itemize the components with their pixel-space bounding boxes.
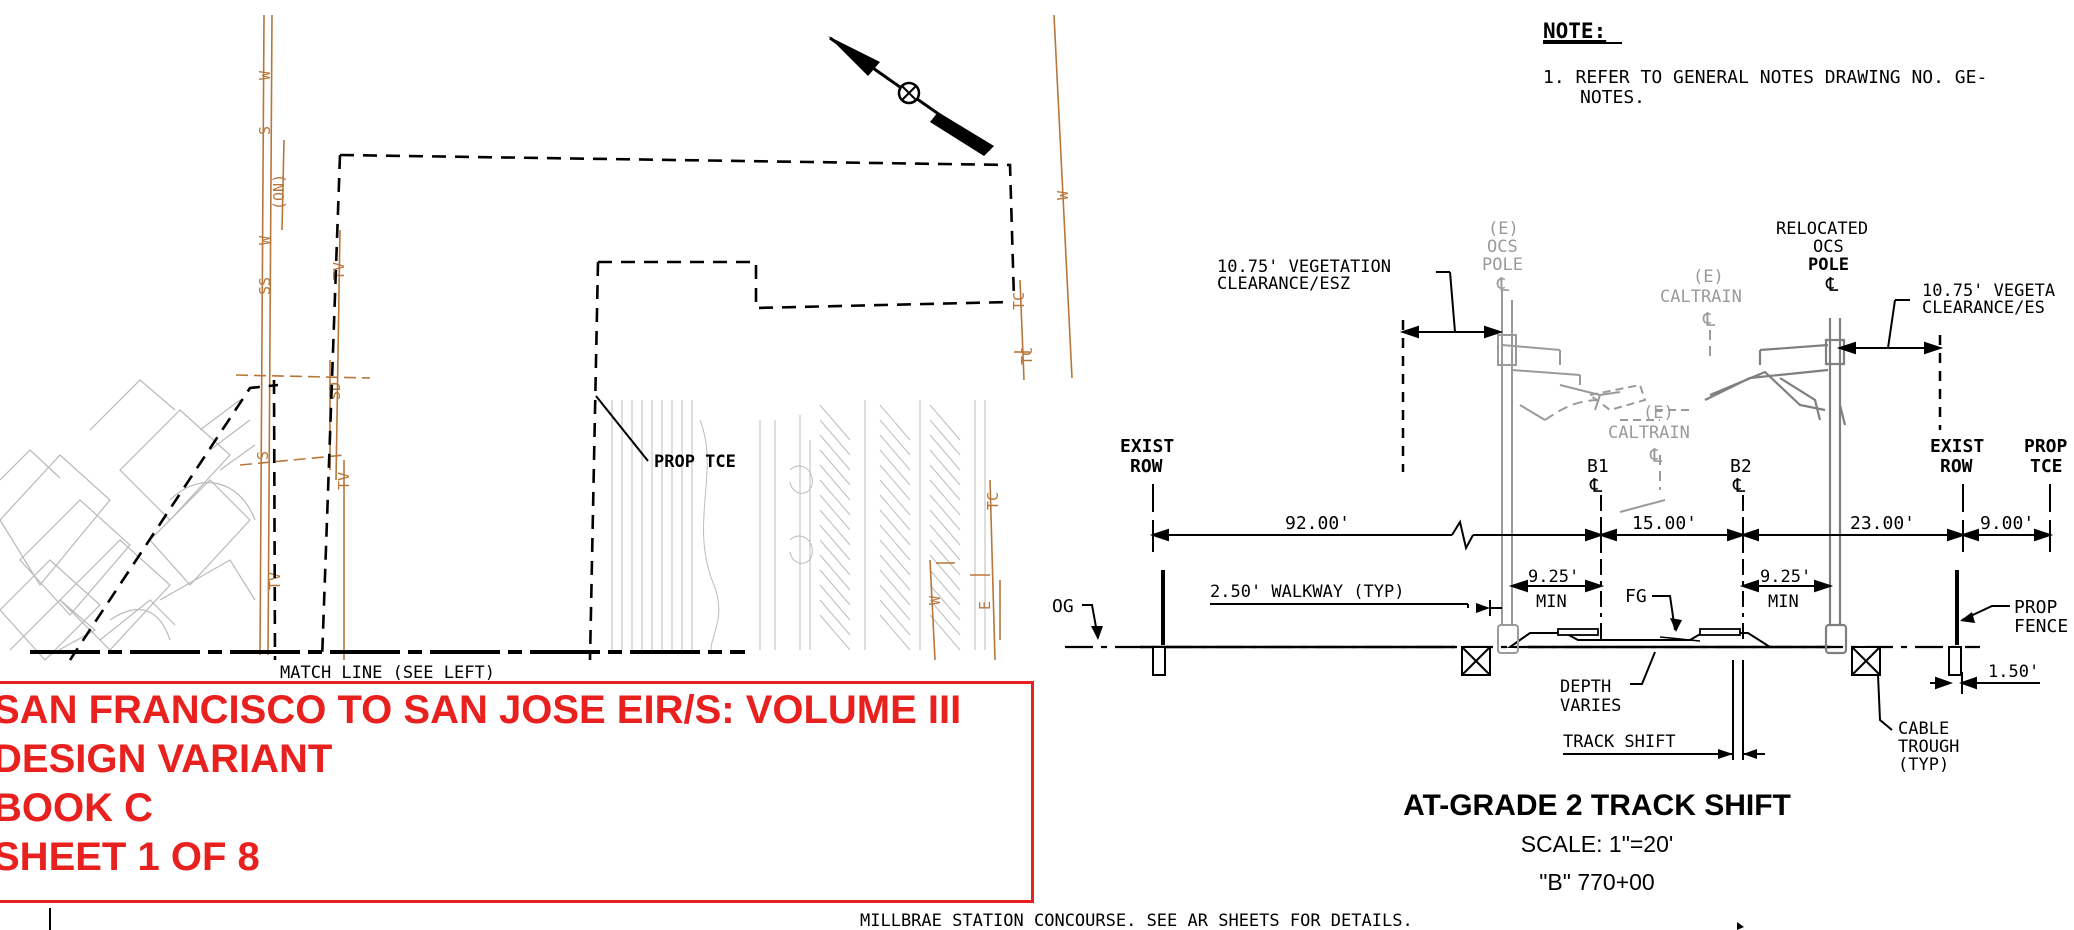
- svg-text:TV: TV: [335, 472, 353, 490]
- prop-fence-label-2: FENCE: [2014, 616, 2068, 637]
- min-left-label: MIN: [1536, 592, 1567, 612]
- title-line-3: BOOK C: [0, 786, 153, 830]
- cable-trough-label-2: TROUGH: [1898, 737, 1959, 757]
- dim-150-label: 1.50': [1988, 662, 2039, 682]
- svg-text:SS: SS: [256, 277, 274, 295]
- b2-centerline-icon: ℄: [1732, 475, 1746, 497]
- note-1-line-1: 1. REFER TO GENERAL NOTES DRAWING NO. GE…: [1543, 67, 1987, 88]
- relocated-ocs-pole: [1704, 318, 1848, 655]
- cursor-arrow-icon: [1737, 922, 1744, 930]
- title-line-4: SHEET 1 OF 8: [0, 835, 260, 879]
- relocated-centerline-icon: ℄: [1825, 274, 1839, 296]
- dim-23-label: 23.00': [1850, 513, 1915, 534]
- svg-text:S: S: [254, 451, 272, 460]
- min-clearance-dims: [1508, 579, 1834, 593]
- veg-right-label-2: CLEARANCE/ES: [1922, 298, 2045, 318]
- prop-tce-right-label-2: TCE: [2030, 456, 2063, 477]
- svg-text:W: W: [926, 595, 944, 605]
- section-scale: SCALE: 1"=20': [1521, 831, 1674, 857]
- plan-view: W S (ON) W SS TV SD TV S TV TC TC W TC W…: [0, 14, 1073, 683]
- relocated-label-3: POLE: [1808, 255, 1849, 275]
- cable-trough-icon: [1461, 646, 1881, 676]
- svg-text:S: S: [256, 126, 274, 135]
- dim-15-label: 15.00': [1632, 513, 1697, 534]
- utility-tags: W S (ON) W SS TV SD TV S TV TC TC W TC W…: [254, 70, 1072, 610]
- svg-text:TC: TC: [984, 492, 1002, 510]
- svg-text:W: W: [1054, 190, 1072, 200]
- main-dimension-string: [1149, 519, 2054, 552]
- exist-row-left-label-2: ROW: [1130, 456, 1163, 477]
- title-line-2: DESIGN VARIANT: [0, 737, 333, 781]
- b1-label: B1: [1587, 456, 1609, 477]
- existing-ocs-pole: [1497, 290, 1690, 654]
- prop-fence-label-1: PROP: [2014, 597, 2058, 618]
- dim-925-right-label: 9.25': [1760, 567, 1811, 587]
- section-station: "B" 770+00: [1539, 869, 1654, 895]
- notes-heading: NOTE:: [1543, 19, 1606, 43]
- veg-right-label-1: 10.75' VEGETA: [1922, 281, 2055, 301]
- depth-varies-label-1: DEPTH: [1560, 677, 1611, 697]
- walkway-label: 2.50' WALKWAY (TYP): [1210, 582, 1404, 602]
- e-ocs-label-2: OCS: [1487, 237, 1518, 257]
- dim-9-label: 9.00': [1980, 513, 2034, 534]
- e-caltrain-mid-label-1: (E): [1643, 403, 1674, 423]
- veg-left-label-1: 10.75' VEGETATION: [1217, 257, 1391, 277]
- exist-row-left-label-1: EXIST: [1120, 436, 1174, 457]
- og-label: OG: [1052, 596, 1074, 617]
- title-line-1: SAN FRANCISCO TO SAN JOSE EIR/S: VOLUME …: [0, 688, 962, 732]
- svg-text:E: E: [976, 601, 994, 610]
- tce-boundary: [68, 153, 1016, 661]
- svg-text:TC: TC: [1010, 292, 1028, 310]
- svg-text:TC: TC: [1018, 347, 1036, 365]
- section-title: AT-GRADE 2 TRACK SHIFT: [1403, 789, 1791, 822]
- veg-clearance-dims: [1399, 271, 1944, 355]
- parking-lot-hatch: [611, 400, 986, 656]
- match-line-label: MATCH LINE (SEE LEFT): [280, 663, 495, 683]
- svg-text:(ON): (ON): [270, 174, 288, 210]
- min-right-label: MIN: [1768, 592, 1799, 612]
- fg-label: FG: [1625, 586, 1647, 607]
- e-caltrain-top-centerline-icon: ℄: [1702, 309, 1716, 331]
- dim-925-left-label: 9.25': [1528, 567, 1579, 587]
- dim-92-label: 92.00': [1285, 513, 1350, 534]
- svg-text:W: W: [256, 70, 274, 80]
- cable-trough-label-3: (TYP): [1898, 755, 1949, 775]
- b2-label: B2: [1730, 456, 1752, 477]
- veg-left-label-2: CLEARANCE/ESZ: [1217, 274, 1350, 294]
- exist-row-right-label-2: ROW: [1940, 456, 1973, 477]
- b1-centerline-icon: ℄: [1589, 475, 1603, 497]
- svg-text:TV: TV: [330, 262, 348, 280]
- e-ocs-label-1: (E): [1488, 219, 1519, 239]
- svg-text:SD: SD: [326, 382, 344, 400]
- prop-tce-leader: [595, 395, 649, 462]
- e-caltrain-mid-centerline-icon: ℄: [1649, 445, 1663, 467]
- existing-utility-lines: [235, 14, 1073, 661]
- e-ocs-centerline-icon: ℄: [1496, 274, 1510, 296]
- note-1-line-2: NOTES.: [1580, 87, 1645, 108]
- prop-tce-right-label-1: PROP: [2024, 436, 2068, 457]
- cable-trough-label-1: CABLE: [1898, 719, 1949, 739]
- e-caltrain-top-label-1: (E): [1693, 267, 1724, 287]
- existing-buildings-hatch: [0, 379, 256, 661]
- svg-text:W: W: [256, 235, 274, 245]
- svg-text:TV: TV: [266, 572, 284, 590]
- title-block: SAN FRANCISCO TO SAN JOSE EIR/S: VOLUME …: [0, 681, 1034, 903]
- prop-tce-label: PROP TCE: [654, 452, 736, 472]
- relocated-label-1: RELOCATED: [1776, 219, 1868, 239]
- e-caltrain-top-label-2: CALTRAIN: [1660, 287, 1742, 307]
- relocated-label-2: OCS: [1813, 237, 1844, 257]
- typical-section: 10.75' VEGETATION CLEARANCE/ESZ 10.75' V…: [1052, 219, 2068, 895]
- e-ocs-label-3: POLE: [1482, 255, 1523, 275]
- depth-varies-label-2: VARIES: [1560, 696, 1621, 716]
- track-shift-label: TRACK SHIFT: [1563, 732, 1676, 752]
- notes-block: NOTE: 1. REFER TO GENERAL NOTES DRAWING …: [1543, 19, 1987, 108]
- concourse-note: MILLBRAE STATION CONCOURSE. SEE AR SHEET…: [860, 911, 1413, 930]
- exist-row-right-label-1: EXIST: [1930, 436, 1984, 457]
- north-arrow-icon: [828, 36, 994, 156]
- e-caltrain-mid-label-2: CALTRAIN: [1608, 423, 1690, 443]
